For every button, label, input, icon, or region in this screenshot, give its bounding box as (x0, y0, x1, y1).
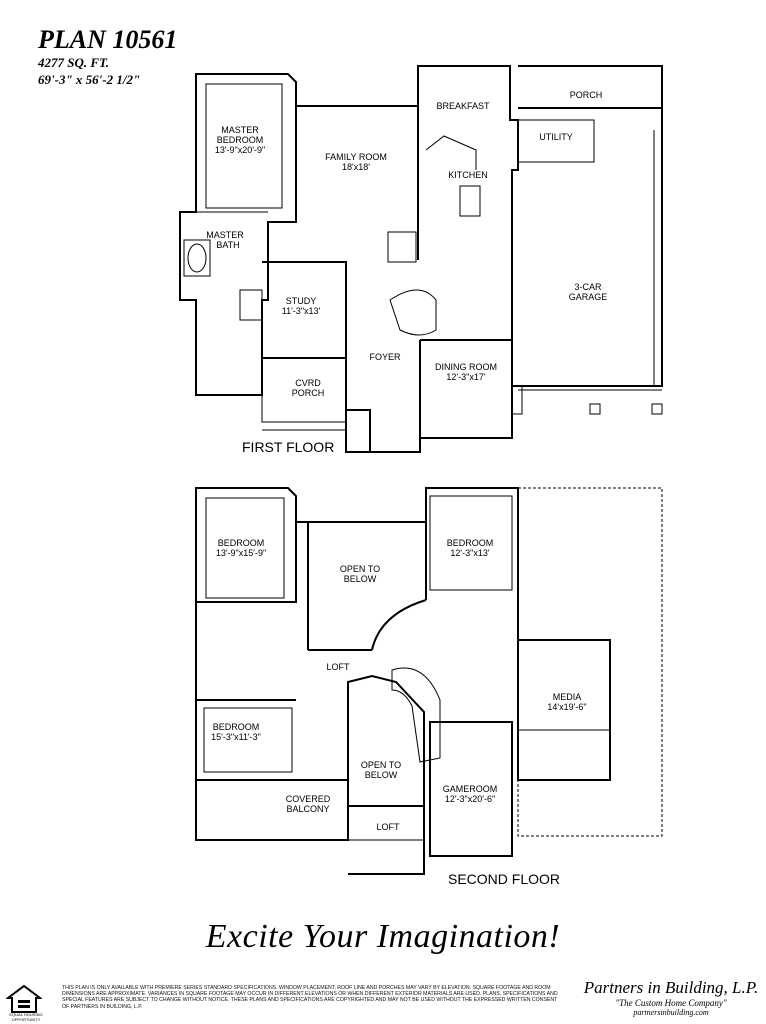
label-loft1: LOFT (326, 662, 350, 672)
company-slogan: "The Custom Home Company" (615, 998, 727, 1008)
plan-dimensions: 69'-3" x 56'-2 1/2" (38, 72, 141, 87)
label-bedroom2-1: BEDROOM (447, 538, 494, 548)
label-open-below1-1: OPEN TO (340, 564, 380, 574)
label-utility: UTILITY (539, 132, 573, 142)
label-garage-1: 3-CAR (574, 282, 602, 292)
first-floor-labels: MASTER BEDROOM 13'-9"x20'-9" FAMILY ROOM… (206, 90, 607, 455)
label-study-1: STUDY (286, 296, 317, 306)
label-bedroom1-2: 13'-9"x15'-9" (216, 548, 266, 558)
disclaimer-text: This plan is only available with Premier… (62, 985, 558, 1010)
equal-housing-icon (6, 984, 42, 1013)
first-floor-walls (179, 65, 663, 453)
company-website: partnersinbuilding.com (633, 1008, 709, 1017)
tagline: Excite Your Imagination! (205, 918, 561, 955)
label-dining-2: 12'-3"x17' (446, 372, 485, 382)
label-open-below2-1: OPEN TO (361, 760, 401, 770)
label-foyer: FOYER (369, 352, 401, 362)
plan-header: PLAN 10561 4277 SQ. FT. 69'-3" x 56'-2 1… (38, 26, 177, 88)
label-master-bath-1: MASTER (206, 230, 244, 240)
label-study-2: 11'-3"x13' (282, 306, 321, 316)
label-porch: PORCH (570, 90, 603, 100)
label-cvrd-porch-2: PORCH (292, 388, 325, 398)
label-gameroom-1: GAMEROOM (443, 784, 498, 794)
label-bedroom3-2: 15'-3"x11'-3" (211, 732, 261, 742)
label-cvrd-porch-1: CVRD (295, 378, 321, 388)
label-gameroom-2: 12'-3"x20'-6" (445, 794, 495, 804)
label-open-below1-2: BELOW (344, 574, 377, 584)
label-open-below2-2: BELOW (365, 770, 398, 780)
label-master-bedroom-1: MASTER (221, 125, 259, 135)
equal-housing-label: EQUAL HOUSING OPPORTUNITY (9, 1012, 43, 1022)
label-master-bath-2: BATH (216, 240, 239, 250)
label-bedroom3-1: BEDROOM (213, 722, 260, 732)
second-floor-labels: BEDROOM 13'-9"x15'-9" OPEN TO BELOW BEDR… (211, 538, 586, 887)
label-family-room-1: FAMILY ROOM (325, 152, 387, 162)
label-garage-2: GARAGE (569, 292, 608, 302)
plan-number: PLAN 10561 (38, 25, 178, 54)
label-bedroom2-2: 12'-3"x13' (450, 548, 489, 558)
label-media-1: MEDIA (553, 692, 582, 702)
company-block: Partners in Building, L.P. "The Custom H… (578, 978, 764, 1017)
company-name: Partners in Building, L.P. (583, 978, 759, 997)
label-family-room-2: 18'x18' (342, 162, 370, 172)
label-covered-balcony-1: COVERED (286, 794, 331, 804)
label-master-bedroom-3: 13'-9"x20'-9" (215, 145, 265, 155)
label-dining-1: DINING ROOM (435, 362, 497, 372)
second-floor-title: SECOND FLOOR (448, 871, 560, 887)
second-floor-walls (195, 487, 663, 875)
plan-sqft: 4277 SQ. FT. (38, 55, 110, 70)
label-media-2: 14'x19'-6" (547, 702, 586, 712)
label-kitchen: KITCHEN (448, 170, 488, 180)
first-floor-title: FIRST FLOOR (242, 439, 334, 455)
label-loft2: LOFT (376, 822, 400, 832)
label-covered-balcony-2: BALCONY (286, 804, 329, 814)
label-bedroom1-1: BEDROOM (218, 538, 265, 548)
label-breakfast: BREAKFAST (436, 101, 490, 111)
label-master-bedroom-2: BEDROOM (217, 135, 264, 145)
